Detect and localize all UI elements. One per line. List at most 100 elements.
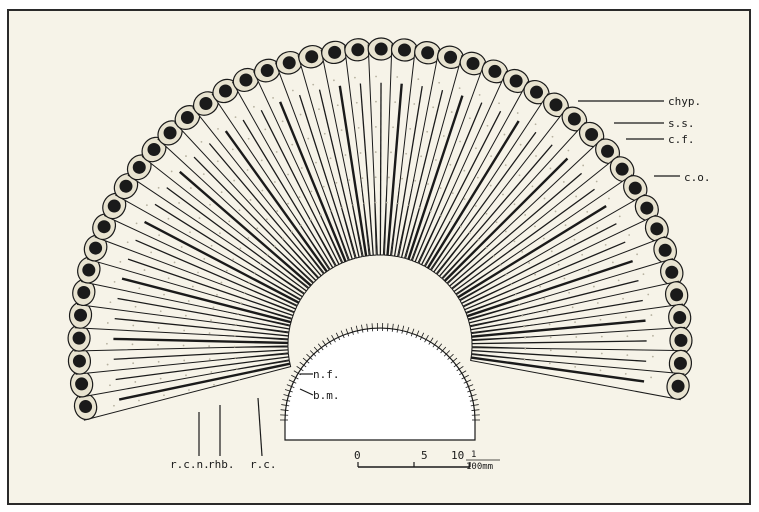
stipple-dot (392, 126, 394, 128)
stipple-dot (575, 336, 577, 338)
stipple-dot (460, 226, 462, 228)
stipple-dot (247, 169, 249, 171)
nucleus (305, 50, 318, 63)
stipple-dot (330, 157, 332, 159)
stipple-dot (291, 231, 293, 233)
stipple-dot (521, 315, 523, 317)
stipple-dot (414, 180, 416, 182)
stipple-dot (341, 206, 343, 208)
stipple-dot (643, 273, 645, 275)
stipple-dot (274, 181, 276, 183)
stipple-dot (375, 202, 377, 204)
stipple-dot (158, 234, 160, 236)
stipple-dot (312, 84, 314, 86)
stipple-dot (253, 106, 255, 108)
stipple-dot (574, 366, 576, 368)
stipple-dot (219, 232, 221, 234)
stipple-dot (158, 187, 160, 189)
stipple-dot (479, 94, 481, 96)
stipple-dot (163, 394, 165, 396)
stipple-dot (565, 224, 567, 226)
stipple-dot (551, 250, 553, 252)
nucleus (421, 46, 434, 59)
stipple-dot (605, 244, 607, 246)
nucleus (585, 128, 598, 141)
stipple-dot (386, 202, 388, 204)
stipple-dot (249, 282, 251, 284)
stipple-dot (647, 294, 649, 296)
stipple-dot (183, 345, 185, 347)
stipple-dot (114, 281, 116, 283)
stipple-dot (493, 255, 495, 257)
label-nf: n.f. (313, 368, 340, 381)
stipple-dot (134, 381, 136, 383)
nucleus (467, 57, 480, 70)
stipple-dot (394, 101, 396, 103)
stipple-dot (363, 202, 365, 204)
stipple-dot (426, 131, 428, 133)
nucleus (89, 242, 102, 255)
stipple-dot (323, 186, 325, 188)
stipple-dot (535, 155, 537, 157)
stipple-dot (440, 215, 442, 217)
label-rc: r.c. (250, 458, 277, 471)
stipple-dot (552, 136, 554, 138)
stipple-dot (185, 315, 187, 317)
stipple-dot (337, 104, 339, 106)
stipple-dot (211, 245, 213, 247)
stipple-dot (160, 378, 162, 380)
stipple-dot (146, 204, 148, 206)
stipple-dot (318, 108, 320, 110)
nucleus (283, 56, 296, 69)
stipple-dot (300, 114, 302, 116)
stipple-dot (452, 192, 454, 194)
stipple-dot (348, 179, 350, 181)
stipple-dot (267, 254, 269, 256)
nucleus (351, 43, 364, 56)
nucleus (665, 266, 678, 279)
stipple-dot (171, 171, 173, 173)
stipple-dot (136, 222, 138, 224)
stipple-dot (419, 207, 421, 209)
stipple-dot (250, 199, 252, 201)
stipple-dot (651, 314, 653, 316)
stipple-dot (233, 180, 235, 182)
stipple-dot (600, 370, 602, 372)
stipple-dot (234, 346, 236, 348)
stipple-dot (469, 232, 471, 234)
stipple-dot (208, 345, 210, 347)
nucleus (108, 200, 121, 213)
stipple-dot (324, 133, 326, 135)
stipple-dot (190, 187, 192, 189)
stipple-dot (287, 174, 289, 176)
stipple-dot (459, 87, 461, 89)
stipple-dot (581, 254, 583, 256)
stipple-dot (505, 164, 507, 166)
stipple-dot (600, 319, 602, 321)
stipple-dot (135, 306, 137, 308)
stipple-dot (199, 217, 201, 219)
stipple-dot (221, 191, 223, 193)
stipple-dot (291, 144, 293, 146)
stipple-dot (572, 306, 574, 308)
stipple-dot (239, 209, 241, 211)
stipple-dot (178, 202, 180, 204)
stipple-dot (335, 182, 337, 184)
stipple-dot (234, 357, 236, 359)
stipple-dot (544, 198, 546, 200)
stipple-dot (150, 251, 152, 253)
stipple-dot (174, 262, 176, 264)
stipple-dot (486, 247, 488, 249)
stipple-dot (181, 246, 183, 248)
stipple-dot (514, 203, 516, 205)
stipple-dot (375, 76, 377, 78)
stipple-dot (138, 400, 140, 402)
stipple-dot (478, 239, 480, 241)
nucleus (640, 202, 653, 215)
stipple-dot (427, 183, 429, 185)
stipple-dot (417, 78, 419, 80)
stipple-dot (586, 211, 588, 213)
stipple-dot (420, 155, 422, 157)
stipple-dot (299, 196, 301, 198)
label-co: c.o. (684, 171, 711, 184)
